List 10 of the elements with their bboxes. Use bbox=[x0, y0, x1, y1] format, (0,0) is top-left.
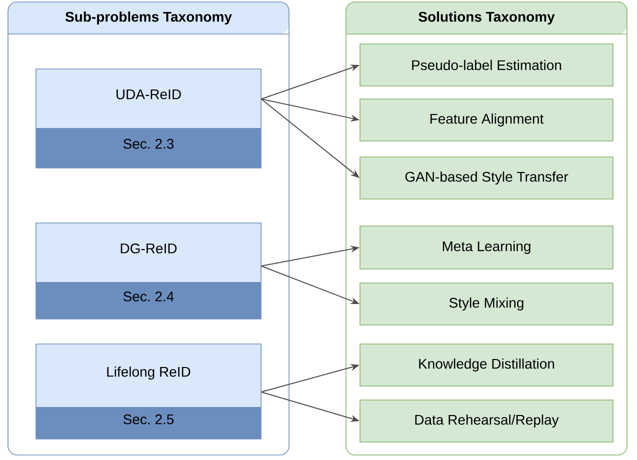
section-box: UDA-ReID Sec. 2.3 bbox=[36, 68, 262, 168]
method-box: Style Mixing bbox=[360, 282, 614, 326]
method-box: Knowledge Distillation bbox=[360, 344, 614, 386]
method-box: Feature Alignment bbox=[360, 98, 614, 142]
section-box: Lifelong ReID Sec. 2.5 bbox=[36, 344, 262, 440]
method-box: GAN-based Style Transfer bbox=[360, 156, 614, 200]
method-box: Pseudo-label Estimation bbox=[360, 44, 614, 86]
method-box: Data Rehearsal/Replay bbox=[360, 400, 614, 442]
method-box: Meta Learning bbox=[360, 226, 614, 270]
section-box: DG-ReID Sec. 2.4 bbox=[36, 222, 262, 320]
